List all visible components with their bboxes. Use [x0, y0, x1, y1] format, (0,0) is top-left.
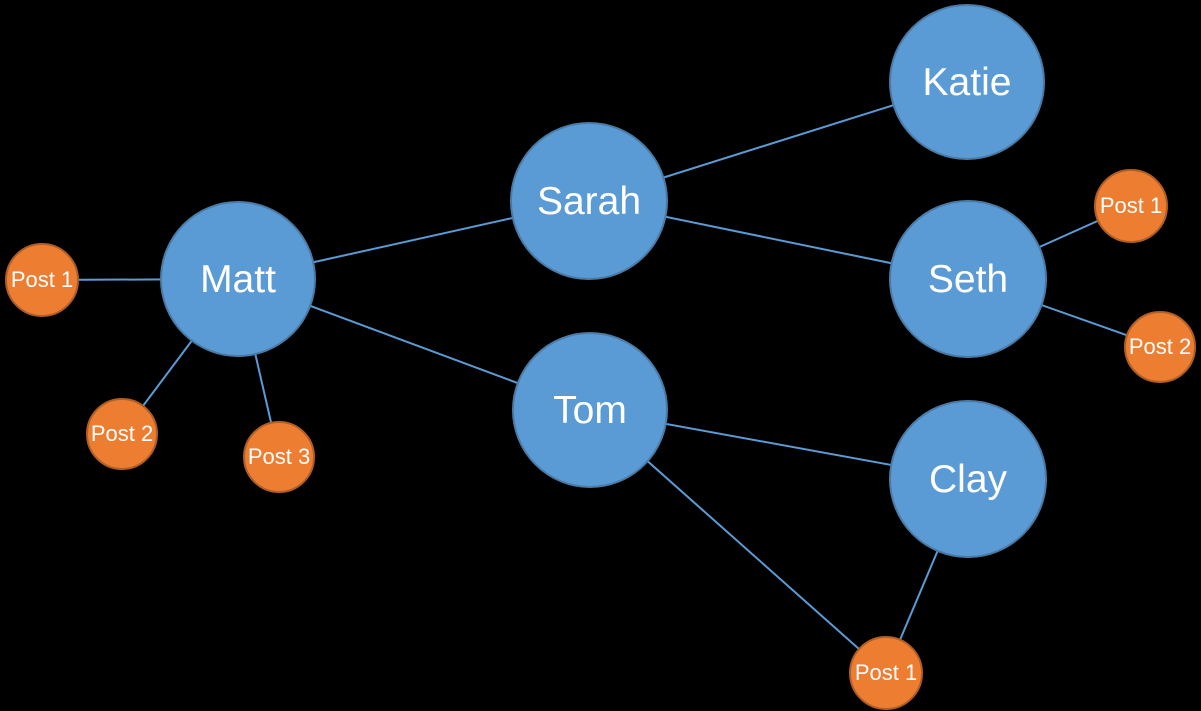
node-sarah: Sarah [510, 122, 668, 280]
node-seth: Seth [889, 200, 1047, 358]
node-post3-matt: Post 3 [243, 421, 315, 493]
node-katie: Katie [889, 4, 1045, 160]
node-post2-matt: Post 2 [86, 398, 158, 470]
node-post2-seth: Post 2 [1124, 311, 1196, 383]
post-node-label: Post 3 [247, 444, 311, 469]
person-node-label: Seth [927, 257, 1009, 301]
person-node-label: Clay [928, 457, 1008, 501]
post-node-label: Post 1 [1099, 193, 1163, 218]
node-clay: Clay [889, 400, 1047, 558]
node-post1-tom-clay: Post 1 [849, 636, 923, 710]
post-node-label: Post 1 [854, 660, 918, 685]
post-node-label: Post 1 [10, 267, 74, 292]
node-post1-seth: Post 1 [1094, 169, 1168, 243]
person-node-label: Katie [922, 60, 1012, 104]
person-node-label: Tom [553, 388, 627, 432]
node-matt: Matt [160, 201, 316, 357]
node-tom: Tom [512, 332, 668, 488]
post-node-label: Post 2 [1128, 334, 1192, 359]
post-node-label: Post 2 [90, 421, 154, 446]
person-node-label: Matt [200, 257, 276, 301]
person-node-label: Sarah [536, 179, 642, 223]
node-post1-matt: Post 1 [5, 243, 79, 317]
